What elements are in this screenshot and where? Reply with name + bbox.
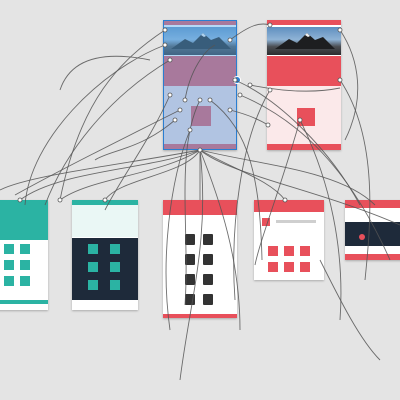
intro-section — [72, 205, 138, 237]
artboard-portfolio[interactable] — [345, 200, 400, 260]
prototype-connector-wire[interactable] — [59, 29, 166, 201]
service-tile[interactable] — [20, 276, 30, 286]
service-tile[interactable] — [110, 280, 120, 290]
service-tile[interactable] — [20, 260, 30, 270]
service-tile[interactable] — [88, 280, 98, 290]
footer-bar — [163, 314, 237, 318]
header-band — [254, 200, 324, 212]
artboard-services-teal[interactable] — [0, 200, 48, 310]
team-member-photo — [203, 254, 213, 265]
service-tile[interactable] — [110, 244, 120, 254]
client-tile[interactable] — [284, 262, 294, 272]
prototype-connector-wire[interactable] — [44, 59, 171, 206]
service-tile[interactable] — [4, 260, 14, 270]
artboard-services-dark[interactable] — [72, 200, 138, 310]
client-tile[interactable] — [300, 246, 310, 256]
selection-highlight — [163, 20, 237, 150]
team-member-photo — [185, 274, 195, 285]
prototype-connector-wire[interactable] — [59, 55, 151, 91]
link-node-icon[interactable] — [237, 92, 243, 98]
artboard-home-alt[interactable] — [267, 20, 341, 150]
prototype-connector-wire[interactable] — [104, 149, 201, 201]
prototype-connector-wire[interactable] — [199, 149, 376, 206]
client-tile[interactable] — [268, 262, 278, 272]
link-node-icon[interactable] — [247, 82, 253, 88]
service-tile[interactable] — [4, 244, 14, 254]
service-tile[interactable] — [88, 244, 98, 254]
client-tile[interactable] — [300, 262, 310, 272]
footer-bar — [0, 300, 48, 304]
service-tile[interactable] — [110, 262, 120, 272]
header-band — [163, 205, 237, 215]
prototype-connector-wire[interactable] — [24, 44, 166, 206]
team-member-photo — [185, 234, 195, 245]
footer-bar — [267, 144, 341, 150]
prototype-connector-wire[interactable] — [319, 259, 381, 361]
drag-handle-icon[interactable] — [233, 76, 241, 84]
prototype-connector-wire[interactable] — [199, 149, 286, 201]
service-tile[interactable] — [88, 262, 98, 272]
team-member-photo — [185, 254, 195, 265]
dark-banner — [345, 222, 400, 246]
prototype-connector-wire[interactable] — [59, 149, 201, 201]
prototype-connector-wire[interactable] — [19, 149, 201, 201]
prototype-connector-wire[interactable] — [0, 149, 201, 191]
team-member-photo — [185, 294, 195, 305]
client-tile[interactable] — [284, 246, 294, 256]
team-member-photo — [203, 234, 213, 245]
header-band — [0, 200, 48, 240]
red-badge — [359, 234, 365, 240]
services-panel — [72, 238, 138, 300]
prototype-connector-wire[interactable] — [14, 109, 181, 196]
team-member-photo — [203, 294, 213, 305]
artboard-clients[interactable] — [254, 200, 324, 280]
team-member-photo — [203, 274, 213, 285]
prototype-connector-wire[interactable] — [104, 94, 171, 211]
artboard-top-bar — [267, 20, 341, 25]
cta-button[interactable] — [297, 108, 315, 126]
service-tile[interactable] — [20, 244, 30, 254]
brand-logo — [262, 218, 270, 226]
intro-text — [276, 220, 316, 223]
prototype-connector-wire[interactable] — [339, 29, 359, 141]
link-node-icon[interactable] — [57, 197, 63, 203]
hero-banner — [267, 56, 341, 86]
artboard-top-bar — [163, 20, 237, 25]
service-tile[interactable] — [4, 276, 14, 286]
header-band — [345, 200, 400, 208]
client-tile[interactable] — [268, 246, 278, 256]
footer-bar — [345, 254, 400, 260]
hero-mountain-image — [267, 27, 341, 55]
artboard-team[interactable] — [163, 200, 237, 318]
